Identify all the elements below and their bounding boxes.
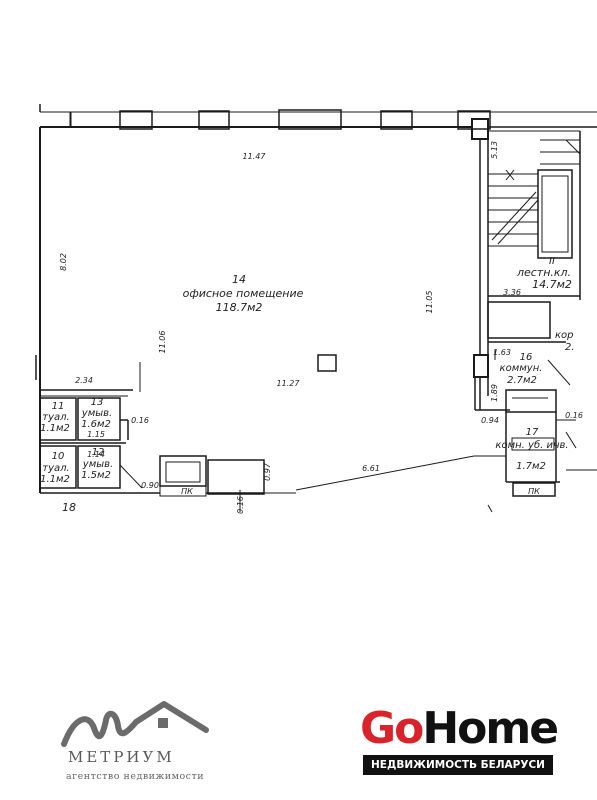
corridor-area: 2. bbox=[565, 342, 575, 353]
room-12-area: 1.5м2 bbox=[81, 470, 111, 481]
room-17-name: комн. уб. инв. bbox=[495, 439, 568, 451]
room-16-name: коммун. bbox=[500, 363, 543, 374]
dim-corridor: 0.94 bbox=[481, 416, 499, 425]
room-labels: 14 офисное помещение 118.7м2 11 туал. 1.… bbox=[40, 256, 574, 485]
dim-wet-width: 2.34 bbox=[75, 376, 93, 385]
room-ii-area: 14.7м2 bbox=[532, 278, 572, 291]
room-13-name: умыв. bbox=[81, 408, 112, 419]
room-17-number: 17 bbox=[526, 427, 539, 438]
room-14-area: 118.7м2 bbox=[216, 301, 263, 314]
room-16-area: 2.7м2 bbox=[507, 375, 537, 386]
dim-door: 0.90 bbox=[141, 481, 159, 490]
dim-wet-1: 1.15 bbox=[87, 430, 105, 439]
dim-left-inner: 11.06 bbox=[158, 331, 167, 354]
room-10-name: туал. bbox=[42, 463, 69, 474]
room-13-area: 1.6м2 bbox=[81, 419, 111, 430]
dimension-lines bbox=[139, 350, 496, 513]
corridor-name: кор bbox=[555, 330, 574, 341]
room-13-number: 13 bbox=[91, 397, 104, 408]
utility-rooms bbox=[487, 355, 597, 497]
dimension-labels: 11.47 8.02 11.06 11.05 11.27 2.34 0.16 1… bbox=[59, 141, 583, 514]
dim-mid-width: 11.27 bbox=[277, 379, 301, 388]
room-14-name: офисное помещение bbox=[183, 287, 304, 300]
room-12-name: умыв. bbox=[82, 459, 113, 470]
dim-top-width: 11.47 bbox=[243, 152, 267, 161]
metrium-name: МЕТРИУМ bbox=[68, 748, 175, 766]
dim-wall-2: 0.16 bbox=[236, 496, 245, 514]
neighbor-room-number: 18 bbox=[62, 501, 76, 514]
dim-stair-width: 3.36 bbox=[503, 288, 521, 297]
room-11-name: туал. bbox=[42, 412, 69, 423]
dim-bottom: 6.61 bbox=[362, 464, 380, 473]
gohome-logo: GoHome НЕДВИЖИМОСТЬ БЕЛАРУСИ bbox=[360, 703, 559, 775]
room-ii-number: II bbox=[549, 256, 555, 267]
dim-wet-2: 1.14 bbox=[87, 450, 105, 459]
room-10-number: 10 bbox=[52, 451, 65, 462]
gohome-go: Go bbox=[360, 703, 424, 754]
room-11-area: 1.1м2 bbox=[40, 423, 70, 434]
metrium-roof-icon bbox=[61, 701, 209, 747]
dim-comm-width: 1.63 bbox=[493, 348, 511, 357]
gohome-home: Home bbox=[422, 703, 559, 754]
dim-wall-1: 0.16 bbox=[131, 416, 149, 425]
exterior-walls bbox=[35, 104, 597, 493]
gohome-wordmark: GoHome bbox=[360, 703, 559, 754]
room-16-number: 16 bbox=[520, 352, 533, 363]
dim-vent: 0.97 bbox=[263, 462, 272, 481]
room-11-number: 11 bbox=[52, 401, 65, 412]
room-14-number: 14 bbox=[232, 273, 246, 286]
staircase bbox=[487, 130, 581, 343]
dim-left-top: 8.02 bbox=[59, 253, 68, 271]
pk-label-right: ПК bbox=[528, 487, 540, 496]
dim-right-wall: 0.16 bbox=[565, 411, 583, 420]
pk-label-left: ПК bbox=[181, 487, 193, 496]
dim-comm-height: 1.89 bbox=[490, 384, 499, 402]
room-12-number: 12 bbox=[92, 447, 105, 458]
dim-right-inner: 11.05 bbox=[425, 291, 434, 314]
room-ii-name: лестн.кл. bbox=[516, 266, 571, 279]
dim-stair-top: 5.13 bbox=[490, 141, 499, 159]
gohome-tagline: НЕДВИЖИМОСТЬ БЕЛАРУСИ bbox=[363, 755, 553, 775]
metrium-tagline: агентство недвижимости bbox=[66, 771, 205, 782]
room-17-area: 1.7м2 bbox=[516, 461, 546, 472]
room-10-area: 1.1м2 bbox=[40, 474, 70, 485]
column bbox=[317, 354, 337, 372]
wet-rooms bbox=[39, 389, 506, 497]
